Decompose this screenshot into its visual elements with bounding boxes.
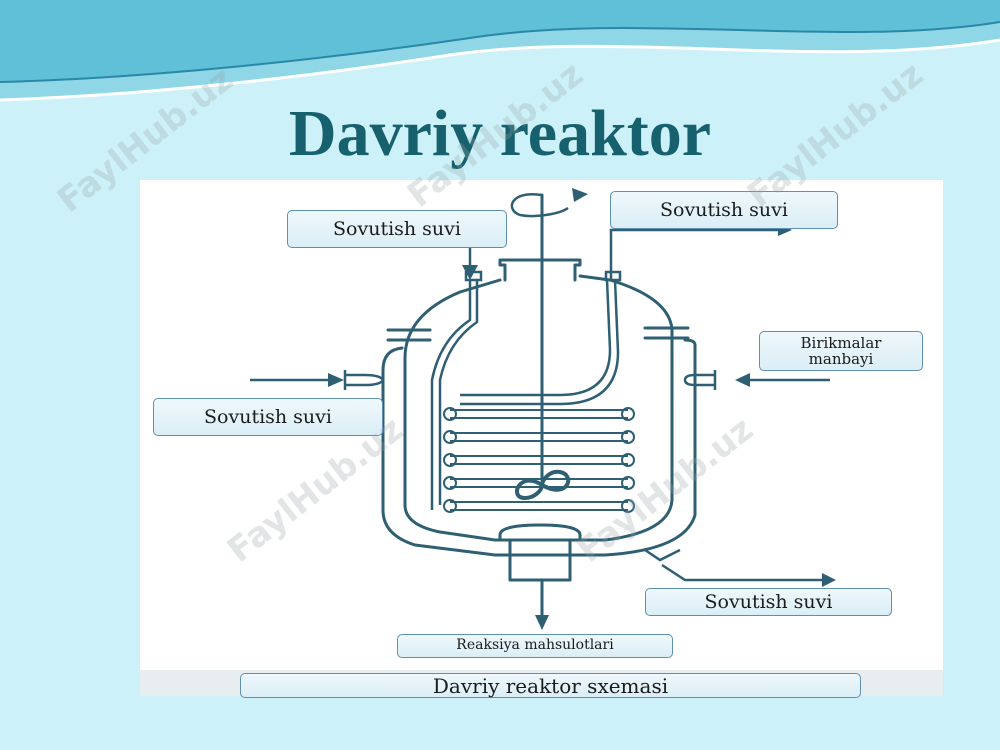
diagram-caption: Davriy reaktor sxemasi bbox=[240, 673, 861, 698]
label-coolant-in-top: Sovutish suvi bbox=[287, 210, 507, 248]
slide-title: Davriy reaktor bbox=[288, 97, 712, 170]
label-coolant-out-top: Sovutish suvi bbox=[610, 191, 838, 229]
reactor-jacket bbox=[381, 343, 697, 557]
label-reaction-products: Reaksiya mahsulotlari bbox=[397, 634, 673, 658]
jacket-flange-right bbox=[643, 326, 690, 340]
batch-reactor-diagram bbox=[250, 188, 836, 630]
label-coolant-in-left: Sovutish suvi bbox=[153, 398, 383, 436]
label-coolant-out-bottom: Sovutish suvi bbox=[645, 588, 892, 616]
jacket-flange-left bbox=[386, 328, 432, 342]
label-feed-source: Birikmalar manbayi bbox=[759, 331, 923, 371]
top-nozzle bbox=[498, 258, 582, 282]
header-wave bbox=[0, 0, 1000, 102]
agitator-impeller bbox=[515, 469, 571, 501]
coil-loops bbox=[443, 407, 635, 513]
cooling-coil bbox=[430, 280, 479, 510]
bottom-outlet bbox=[498, 523, 582, 582]
bottom-right-outlet bbox=[644, 548, 825, 582]
reactor-vessel bbox=[403, 328, 674, 542]
